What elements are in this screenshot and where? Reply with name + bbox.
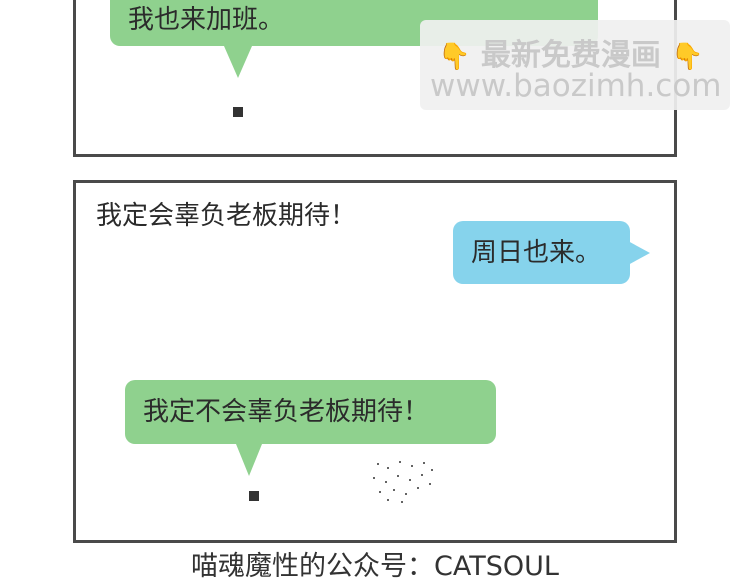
speech-bubble-green: 我定不会辜负老板期待！: [125, 380, 496, 444]
watermark-line2: www.baozimh.com: [430, 68, 722, 104]
pointing-down-hand-icon: 👇: [671, 42, 704, 72]
watermark-line1: 👇 最新免费漫画 👇: [438, 38, 704, 73]
speech-bubble-blue-text: 周日也来。: [471, 237, 602, 268]
speech-bubble-green-text: 我定不会辜负老板期待！: [143, 397, 430, 427]
sparkle-dots: [373, 461, 433, 503]
panel-caption: 我定会辜负老板期待！: [96, 201, 357, 231]
speech-bubble-top-text: 我也来加班。: [128, 4, 285, 35]
speech-bubble-blue: 周日也来。: [453, 221, 630, 284]
comic-panel-bottom: 我定会辜负老板期待！ 周日也来。 我定不会辜负老板期待！: [73, 180, 677, 543]
pointing-down-hand-icon: 👇: [438, 42, 471, 72]
speaker-marker: [249, 491, 259, 501]
footer-credit: 喵魂魔性的公众号：CATSOUL: [191, 551, 559, 582]
watermark: 👇 最新免费漫画 👇 www.baozimh.com: [420, 20, 730, 110]
speaker-marker: [233, 107, 243, 117]
speech-bubble-blue-tail: [628, 241, 650, 265]
speech-bubble-top-tail: [224, 46, 252, 78]
speech-bubble-green-tail: [236, 444, 262, 476]
